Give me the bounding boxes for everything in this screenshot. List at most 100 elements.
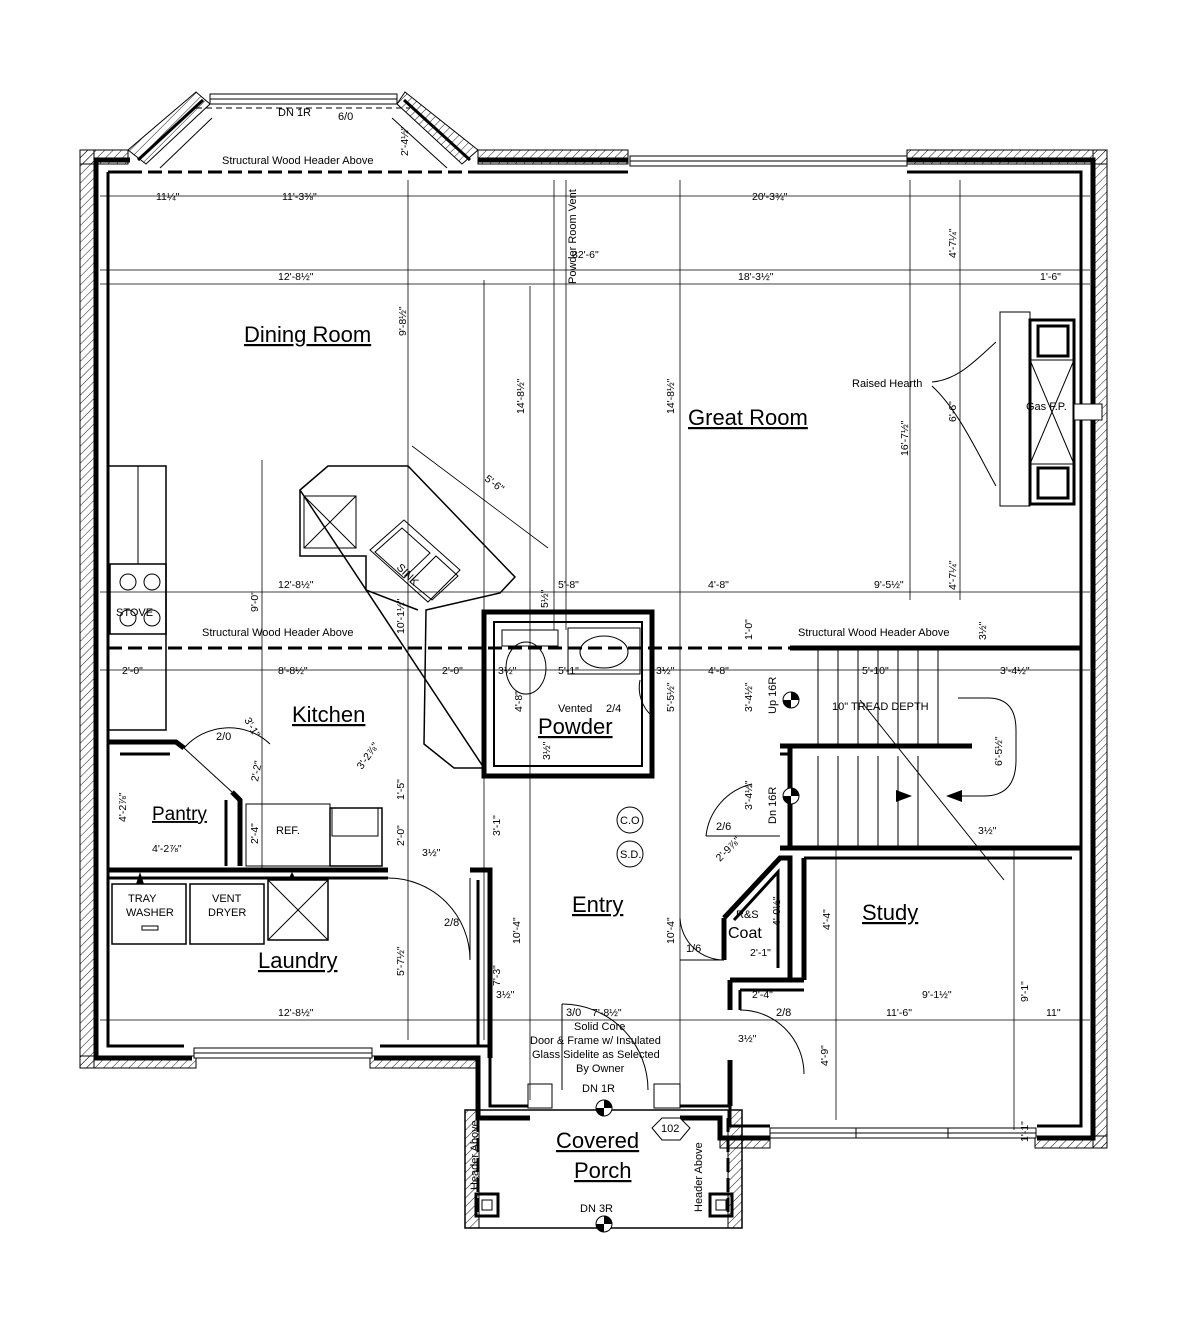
label-door-note-3: Glass Sidelite as Selected: [532, 1049, 660, 1061]
dim-text: 3½": [541, 741, 553, 760]
dim-text: 3½": [496, 989, 515, 1001]
dim-text: 1'-6": [1040, 271, 1061, 283]
porch: [136, 806, 743, 1233]
windows: [193, 155, 1037, 1139]
dim-text: 2'-0": [122, 665, 143, 677]
dim-text: 4'-8": [513, 691, 525, 712]
dim-text: 7'-3": [491, 965, 503, 986]
label-washer: WASHER: [126, 907, 174, 919]
bay-window: [127, 91, 479, 169]
dim-text: 10'-4": [665, 917, 677, 944]
dim-text: 5'-7½": [395, 946, 407, 976]
label-gas-fp: Gas F.P.: [1026, 401, 1067, 413]
kitchen-cabinetry: [107, 465, 517, 867]
label-tray: TRAY: [128, 893, 157, 905]
dim-text: 11'-3⅜": [282, 191, 317, 203]
label-vent-dryer-1: VENT: [212, 893, 242, 905]
dim-text: 14'-8½": [665, 378, 677, 414]
label-header-left: Header Above: [469, 1120, 481, 1190]
dim-text: 1'-0": [743, 619, 755, 640]
dim-text: 18'-3½": [738, 271, 774, 283]
dim-text: 9'-1½": [922, 989, 952, 1001]
dim-text: 16'-7½": [899, 420, 911, 456]
appliances: [111, 627, 641, 945]
label-rs: R&S: [736, 909, 759, 921]
dim-text: 5'-1": [558, 665, 579, 677]
label-up16r: Up 16R: [767, 677, 779, 714]
dim-text: 3'-4½": [743, 682, 755, 712]
room-great: Great Room: [688, 405, 808, 430]
dim-text: 9'-8½": [397, 306, 409, 336]
dim-text: 20'-3¾": [752, 191, 788, 203]
dim-text: 2'-2": [249, 760, 264, 783]
label-coat: Coat: [728, 925, 762, 942]
label-vented: Vented: [558, 703, 592, 715]
dim-text: 11'-6": [886, 1007, 912, 1019]
dim-text: 4'-0½": [771, 896, 783, 926]
dim-text: 5'-8": [558, 579, 579, 591]
label-co: C.O: [620, 815, 640, 827]
dim-text: 12'-8½": [278, 579, 314, 591]
label-stove: STOVE: [116, 607, 153, 619]
label-door-note-2: Door & Frame w/ Insulated: [530, 1035, 661, 1047]
label-dn3r: DN 3R: [580, 1203, 613, 1215]
label-door-2-8-b: 2/8: [776, 1007, 791, 1019]
dim-text: 2'-4½": [399, 126, 411, 156]
label-door-1-6: 1/6: [686, 943, 701, 955]
dim-text: 5'-5½": [665, 682, 677, 712]
label-dn1r-entry: DN 1R: [582, 1083, 615, 1095]
label-porch-number: 102: [661, 1123, 679, 1135]
dim-text: 2'-4": [752, 989, 773, 1001]
label-vent: Powder Room Vent: [567, 189, 579, 284]
label-door-note-4: By Owner: [576, 1063, 625, 1075]
room-porch-line1: Covered: [556, 1128, 639, 1153]
room-powder: Powder: [538, 714, 613, 739]
dim-text: 12'-8½": [278, 1007, 314, 1019]
dim-text: 4'-4": [821, 909, 833, 930]
dim-text: 10'-1½": [395, 598, 407, 634]
dim-text: 3½": [978, 825, 997, 837]
dimension-lines: [100, 180, 1090, 1130]
dim-text: 3'-4½": [743, 780, 755, 810]
door-swings: [183, 679, 805, 1091]
interior-walls: [108, 609, 1080, 1106]
label-dryer: DRYER: [208, 907, 246, 919]
dim-text: 3½": [977, 621, 989, 640]
room-dining: Dining Room: [244, 322, 371, 347]
label-dn16r: Dn 16R: [767, 787, 779, 824]
dim-text: 2'-0": [442, 665, 463, 677]
stairs: [782, 650, 1017, 881]
label-tread: 10" TREAD DEPTH: [832, 701, 929, 713]
label-door-3-0: 3/0: [566, 1007, 581, 1019]
dim-text: 3½": [738, 1033, 757, 1045]
label-door-6-0: 6/0: [338, 111, 353, 123]
dim-text: 2'-1": [750, 947, 771, 959]
dim-text: 6'-5½": [993, 736, 1005, 766]
dim-text: 4'-2⅞": [152, 843, 182, 855]
dim-text: 9'-5½": [874, 579, 904, 591]
dim-text: 11": [1046, 1007, 1061, 1019]
dim-text: 8'-8½": [278, 665, 308, 677]
room-entry: Entry: [572, 892, 623, 917]
room-pantry: Pantry: [152, 804, 207, 825]
dim-text: 5'-6": [482, 473, 506, 495]
dim-text: 9'-0": [249, 591, 261, 612]
room-kitchen: Kitchen: [292, 702, 365, 727]
dim-text: 3½": [422, 847, 441, 859]
dim-text: 2'-4": [249, 823, 261, 844]
dim-text: 5½": [539, 589, 551, 608]
dim-text: 3'-2⅞": [355, 740, 382, 771]
label-header-mid-left: Structural Wood Header Above: [202, 627, 353, 639]
dim-text: 6'-6": [947, 401, 959, 422]
fireplace: [931, 311, 1103, 507]
dim-text: 14'-8½": [515, 378, 527, 414]
dim-text: 32'-6": [572, 249, 599, 261]
label-door-note-1: Solid Core: [574, 1021, 625, 1033]
dim-text: 4'-9": [819, 1045, 831, 1066]
label-ref: REF.: [276, 825, 300, 837]
label-header-right: Header Above: [693, 1142, 705, 1212]
dim-text: 3½": [656, 665, 675, 677]
label-door-2-8-a: 2/8: [444, 917, 459, 929]
dim-text: 5'-10": [862, 665, 889, 677]
